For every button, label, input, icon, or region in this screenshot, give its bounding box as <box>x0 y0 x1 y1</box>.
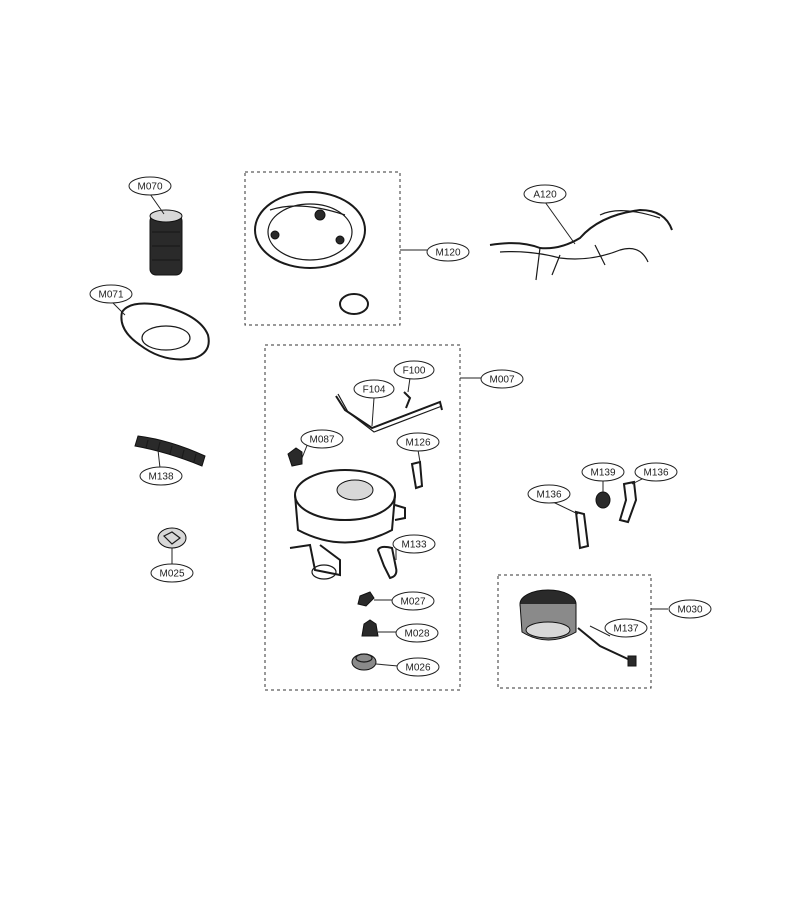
part-m025-cap <box>157 527 187 549</box>
svg-text:M120: M120 <box>435 248 460 259</box>
svg-text:M136: M136 <box>643 468 668 479</box>
group-box-m120 <box>244 171 401 326</box>
label-m126: M126 <box>396 432 440 452</box>
label-a120: A120 <box>523 184 567 204</box>
svg-text:M027: M027 <box>400 597 425 608</box>
label-m007: M007 <box>480 369 524 389</box>
label-m028: M028 <box>395 623 439 643</box>
svg-text:M070: M070 <box>137 182 162 193</box>
part-m071-gasket <box>120 302 210 361</box>
part-m137-cable <box>577 627 637 667</box>
part-m087 <box>287 447 303 467</box>
label-m030: M030 <box>668 599 712 619</box>
svg-text:M007: M007 <box>489 375 514 386</box>
part-m136-right <box>618 480 638 524</box>
part-m120-ring <box>254 191 369 315</box>
part-m027 <box>357 591 375 607</box>
svg-text:M136: M136 <box>536 490 561 501</box>
label-m071: M071 <box>89 284 133 304</box>
label-m136-right: M136 <box>634 462 678 482</box>
label-m120: M120 <box>426 242 470 262</box>
part-m026 <box>351 653 377 671</box>
svg-text:M139: M139 <box>590 468 615 479</box>
part-f104-f100-wire <box>335 391 443 433</box>
part-m139 <box>595 491 611 509</box>
svg-text:M026: M026 <box>405 663 430 674</box>
svg-text:M138: M138 <box>148 472 173 483</box>
label-m025: M025 <box>150 563 194 583</box>
part-m133-elbow <box>376 545 398 580</box>
label-m136-left: M136 <box>527 484 571 504</box>
label-m133: M133 <box>392 534 436 554</box>
svg-text:M071: M071 <box>98 290 123 301</box>
svg-text:M025: M025 <box>159 569 184 580</box>
part-m070-filter <box>149 209 183 276</box>
svg-text:F104: F104 <box>363 385 386 396</box>
group-box-m030 <box>497 574 652 689</box>
svg-text:M087: M087 <box>309 435 334 446</box>
label-f104: F104 <box>353 379 395 399</box>
label-m139: M139 <box>581 462 625 482</box>
label-f100: F100 <box>393 360 435 380</box>
svg-text:M030: M030 <box>677 605 702 616</box>
svg-text:M028: M028 <box>404 629 429 640</box>
part-m138-hose <box>134 435 206 467</box>
label-m137: M137 <box>604 618 648 638</box>
label-m070: M070 <box>128 176 172 196</box>
part-m136-left <box>574 510 590 550</box>
part-m028 <box>361 619 379 637</box>
part-sump-assembly <box>289 469 406 580</box>
svg-text:M133: M133 <box>401 540 426 551</box>
svg-text:F100: F100 <box>403 366 426 377</box>
svg-text:A120: A120 <box>533 190 557 201</box>
part-m030-motor <box>519 589 577 641</box>
part-m126-clip <box>410 460 424 490</box>
label-m027: M027 <box>391 591 435 611</box>
part-a120-harness <box>489 208 673 281</box>
label-m138: M138 <box>139 466 183 486</box>
label-m026: M026 <box>396 657 440 677</box>
label-m087: M087 <box>300 429 344 449</box>
svg-text:M126: M126 <box>405 438 430 449</box>
svg-text:M137: M137 <box>613 624 638 635</box>
leader-lines <box>111 193 668 667</box>
group-box-m007 <box>264 344 461 691</box>
